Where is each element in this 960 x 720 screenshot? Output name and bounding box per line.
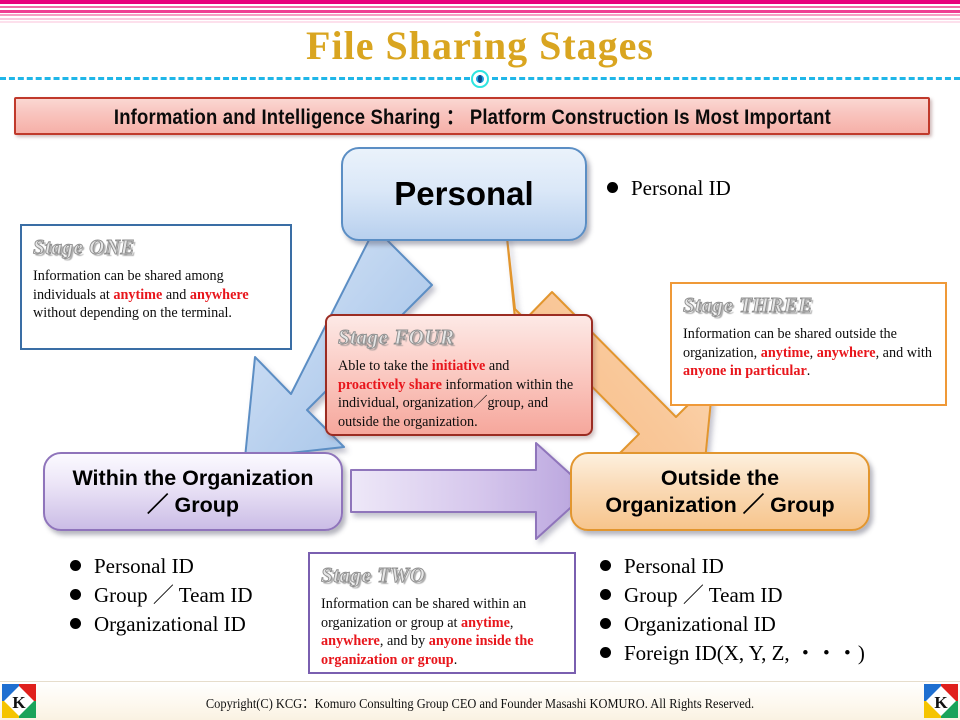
divider-dashed-right xyxy=(492,77,960,80)
stage-four-body: Able to take the initiative and proactiv… xyxy=(338,358,574,430)
node-outside-label: Outside the Organization ／ Group xyxy=(605,465,834,519)
svg-text:K: K xyxy=(934,693,948,712)
stage-one-title: Stage ONE xyxy=(33,235,135,260)
header-divider xyxy=(0,69,960,88)
stripe-9 xyxy=(0,19,960,21)
stage-one-callout: Stage ONE Information can be shared amon… xyxy=(20,224,292,350)
footer-bar: Copyright(C) KCG：Komuro Consulting Group… xyxy=(0,681,960,720)
list-item-label: Organizational ID xyxy=(624,612,776,636)
bullet-dot-icon xyxy=(70,589,81,600)
subtitle-text: Information and Intelligence Sharing ： P… xyxy=(113,106,831,129)
bullseye-icon xyxy=(471,70,489,88)
copyright-text: Copyright(C) KCG：Komuro Consulting Group… xyxy=(205,696,755,711)
list-item: Group ／ Team ID xyxy=(600,581,865,610)
list-item: Personal ID xyxy=(607,174,731,203)
node-within-label: Within the Organization ／ Group xyxy=(72,465,313,519)
node-outside-organization[interactable]: Outside the Organization ／ Group xyxy=(570,452,870,531)
node-within-line1: Within the Organization xyxy=(72,465,314,490)
list-item-label: Group ／ Team ID xyxy=(624,583,783,607)
stage-two-body: Information can be shared within an orga… xyxy=(321,596,534,668)
node-outside-line2: Organization ／ Group xyxy=(605,492,835,517)
bullet-dot-icon xyxy=(607,182,618,193)
stage-four-callout: Stage FOUR Able to take the initiative a… xyxy=(325,314,593,436)
list-item: Organizational ID xyxy=(70,610,253,639)
stripe-7 xyxy=(0,16,960,18)
stage-three-callout: Stage THREE Information can be shared ou… xyxy=(670,282,947,406)
decorative-top-stripes xyxy=(0,0,960,23)
list-item: Personal ID xyxy=(600,552,865,581)
stage-four-title: Stage FOUR xyxy=(338,325,455,350)
page-title: File Sharing Stages xyxy=(306,23,654,68)
purple-right-arrow xyxy=(350,442,590,540)
list-personal-ids: Personal ID xyxy=(607,174,731,203)
bullet-dot-icon xyxy=(600,589,611,600)
list-outside-ids: Personal ID Group ／ Team ID Organizational… xyxy=(600,552,865,668)
bullet-dot-icon xyxy=(600,618,611,629)
kcg-logo-right: K xyxy=(924,684,958,718)
divider-dashed-left xyxy=(0,77,470,80)
node-within-line2: ／ Group xyxy=(147,492,239,517)
stripe-10 xyxy=(0,21,960,23)
list-within-ids: Personal ID Group ／ Team ID Organizational… xyxy=(70,552,253,639)
list-item-label: Foreign ID(X, Y, Z, ・・・) xyxy=(624,641,865,665)
stripe-4 xyxy=(0,9,960,13)
stripe-0 xyxy=(0,0,960,4)
stripe-2 xyxy=(0,5,960,8)
svg-text:K: K xyxy=(12,693,26,712)
node-personal-label: Personal xyxy=(394,175,534,212)
stage-one-body: Information can be shared among individu… xyxy=(33,268,249,321)
list-item-label: Personal ID xyxy=(94,554,194,578)
bullet-dot-icon xyxy=(600,560,611,571)
stripe-6 xyxy=(0,14,960,16)
stage-two-callout: Stage TWO Information can be shared with… xyxy=(308,552,576,674)
node-within-organization[interactable]: Within the Organization ／ Group xyxy=(43,452,343,531)
node-personal[interactable]: Personal xyxy=(341,147,587,241)
stage-two-title: Stage TWO xyxy=(321,563,426,588)
bullet-dot-icon xyxy=(70,618,81,629)
bullet-dot-icon xyxy=(600,647,611,658)
stage-three-body: Information can be shared outside the or… xyxy=(683,326,932,379)
list-item-label: Personal ID xyxy=(624,554,724,578)
list-item: Personal ID xyxy=(70,552,253,581)
stripe-1 xyxy=(0,4,960,6)
node-outside-line1: Outside the xyxy=(660,465,780,490)
bullet-dot-icon xyxy=(70,560,81,571)
subtitle-banner: Information and Intelligence Sharing ： P… xyxy=(14,97,930,135)
kcg-logo-left: K xyxy=(2,684,36,718)
stage-three-title: Stage THREE xyxy=(683,293,813,318)
list-item: Foreign ID(X, Y, Z, ・・・) xyxy=(600,639,865,668)
stripe-8 xyxy=(0,17,960,20)
list-item: Organizational ID xyxy=(600,610,865,639)
list-item: Group ／ Team ID xyxy=(70,581,253,610)
list-item-label: Personal ID xyxy=(631,176,731,200)
stripe-5 xyxy=(0,12,960,14)
stripe-3 xyxy=(0,8,960,10)
list-item-label: Group ／ Team ID xyxy=(94,583,253,607)
list-item-label: Organizational ID xyxy=(94,612,246,636)
